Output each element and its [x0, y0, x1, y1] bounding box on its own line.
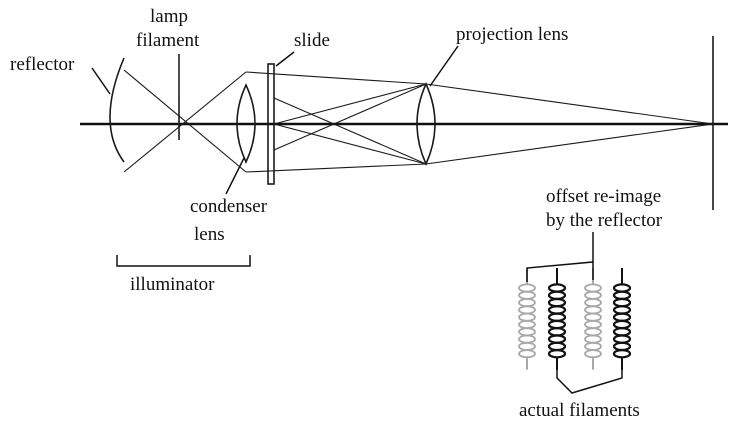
coil-turn: [584, 283, 602, 293]
coil-turn: [518, 341, 536, 351]
coil-turn: [547, 305, 567, 315]
coil-turn: [547, 312, 567, 322]
coil-turn: [612, 341, 632, 352]
ray: [273, 83, 427, 125]
coil-turn: [584, 341, 602, 351]
coil-turn: [584, 319, 602, 329]
coil-turn: [547, 327, 567, 337]
ray: [273, 83, 427, 151]
filament-coils: [518, 268, 632, 370]
projection-lens-leader: [429, 45, 459, 87]
coil-turn: [518, 334, 536, 344]
coil-turn: [584, 298, 602, 308]
reflector-label: reflector: [10, 54, 75, 75]
reflector: [109, 57, 125, 163]
slide-leader: [275, 51, 295, 67]
coil-turn: [612, 283, 632, 293]
ray: [273, 123, 427, 165]
by-reflector-label: by the reflector: [546, 210, 663, 231]
coil-turn: [612, 319, 632, 330]
coil-turn: [518, 305, 536, 315]
coil-turn: [518, 283, 536, 293]
condenser-lens-label: lens: [194, 224, 225, 245]
coil-turn: [547, 334, 567, 344]
filament-label: filament: [136, 30, 200, 51]
offset-filament-coil: [584, 268, 602, 370]
coil-turn: [518, 327, 536, 337]
coil-turn: [612, 312, 632, 322]
coil-turn: [518, 349, 536, 359]
offset-reimage-label: offset re-image: [546, 186, 661, 207]
condenser-label: condenser: [190, 196, 268, 217]
coil-turn: [518, 319, 536, 329]
offset-filaments-bracket: [526, 261, 594, 282]
coil-turn: [547, 349, 567, 359]
ray: [273, 97, 427, 165]
illuminator-label: illuminator: [130, 274, 215, 295]
ray: [425, 83, 714, 125]
projection-lens-label: projection lens: [456, 24, 568, 45]
coil-turn: [518, 290, 536, 300]
coil-turn: [584, 334, 602, 344]
coil-turn: [584, 312, 602, 322]
coil-turn: [547, 341, 567, 352]
light-rays: [123, 69, 714, 173]
slide-label: slide: [294, 30, 330, 51]
coil-turn: [584, 327, 602, 337]
illuminator-bracket: [116, 255, 251, 267]
coil-turn: [547, 283, 567, 293]
coil-turn: [547, 290, 567, 300]
ray: [425, 123, 714, 165]
coil-turn: [518, 312, 536, 322]
actual-filament-coil: [547, 268, 567, 370]
condenser-leader: [225, 157, 245, 195]
actual-filaments-label: actual filaments: [519, 400, 640, 421]
lamp-label: lamp: [150, 6, 188, 27]
ray: [123, 69, 247, 173]
reflector-leader: [91, 67, 111, 95]
offset-filament-coil: [518, 268, 536, 370]
coil-turn: [547, 297, 567, 308]
condenser-lens: [236, 83, 256, 164]
coil-turn: [518, 298, 536, 308]
coil-turn: [612, 305, 632, 315]
coil-turn: [612, 327, 632, 337]
actual-filament-coil: [612, 268, 632, 370]
coil-turn: [612, 297, 632, 308]
ray: [123, 71, 247, 173]
coil-turn: [547, 319, 567, 330]
ray: [245, 163, 427, 173]
ray: [245, 71, 427, 85]
coil-turn: [584, 349, 602, 359]
coil-turn: [612, 349, 632, 359]
coil-turn: [612, 334, 632, 344]
coil-turn: [612, 290, 632, 300]
coil-turn: [584, 290, 602, 300]
actual-filaments-bracket: [556, 362, 623, 394]
coil-turn: [584, 305, 602, 315]
